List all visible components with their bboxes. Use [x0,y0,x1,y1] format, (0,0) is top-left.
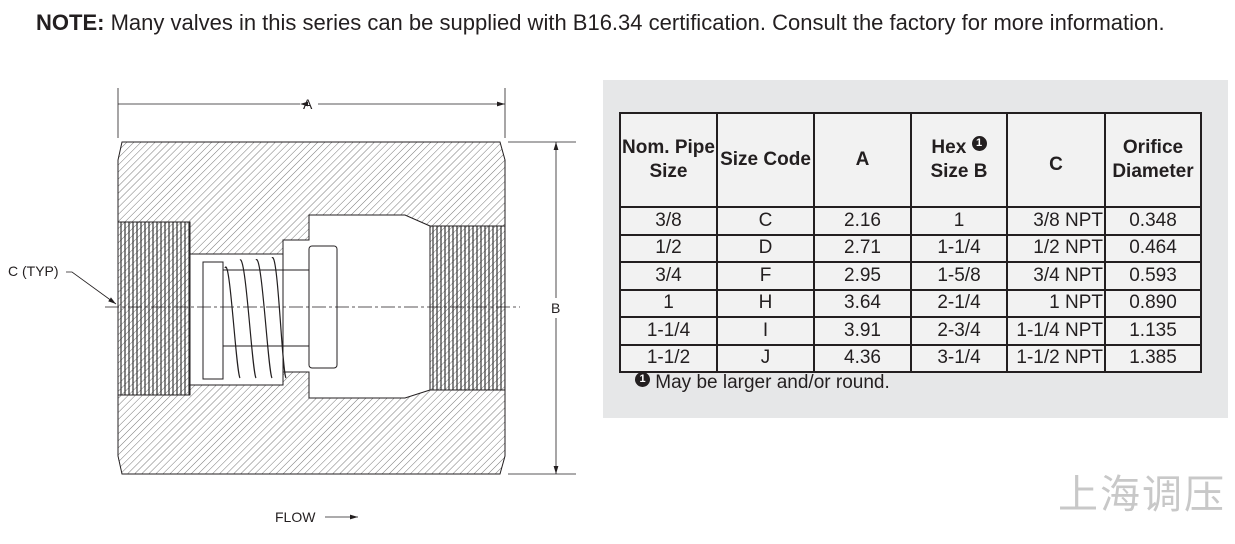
table-cell: 0.464 [1104,233,1202,263]
table-cell: 0.890 [1104,288,1202,318]
dimension-b-label: B [551,300,560,316]
table-cell: D [716,233,815,263]
table-cell: 1-1/4 [619,316,718,346]
table-cell: 0.593 [1104,261,1202,291]
table-cell: J [716,343,815,373]
dimension-b [508,141,576,475]
table-cell: H [716,288,815,318]
table-cell: 1-1/4 [910,233,1008,263]
table-cell: 1.385 [1104,343,1202,373]
table-cell: 1/2 [619,233,718,263]
table-footnote: 1 May be larger and/or round. [635,372,890,394]
table-cell: 1 [619,288,718,318]
table-cell: 1-1/2 NPT [1006,343,1106,373]
header-orifice-diameter: Orifice Diameter [1104,112,1202,208]
table-cell: 2.95 [813,261,912,291]
thread-leader-arrow [66,271,117,305]
flow-label: FLOW [275,509,316,525]
table-cell: 3/4 [619,261,718,291]
header-a: A [813,112,912,208]
table-cell: 1-5/8 [910,261,1008,291]
table-cell: 3.64 [813,288,912,318]
valve-cross-section-drawing: A B C (TYP) FLOW [8,88,576,525]
table-cell: 3/8 NPT [1006,206,1106,236]
table-cell: 2.16 [813,206,912,236]
table-cell: 3/4 NPT [1006,261,1106,291]
note-text: Many valves in this series can be suppli… [104,10,1165,35]
table-cell: 1-1/2 [619,343,718,373]
dimension-a [117,88,506,138]
certification-note: NOTE: Many valves in this series can be … [36,8,1216,38]
header-c: C [1006,112,1106,208]
table-cell: 1.135 [1104,316,1202,346]
table-cell: 1/2 NPT [1006,233,1106,263]
header-hex: Hex [931,137,967,158]
table-cell: 2-3/4 [910,316,1008,346]
table-cell: 3.91 [813,316,912,346]
table-cell: 3/8 [619,206,718,236]
table-cell: F [716,261,815,291]
dimension-a-label: A [303,96,313,112]
thread-callout-label: C (TYP) [8,263,59,279]
table-cell: 1-1/4 NPT [1006,316,1106,346]
table-cell: 1 NPT [1006,288,1106,318]
header-size-code: Size Code [716,112,815,208]
footnote-marker-icon: 1 [635,372,650,387]
valve-body [117,141,506,475]
note-label: NOTE: [36,10,105,35]
table-cell: 2.71 [813,233,912,263]
table-cell: 0.348 [1104,206,1202,236]
table-cell: C [716,206,815,236]
table-cell: I [716,316,815,346]
table-cell: 1 [910,206,1008,236]
footnote-text: May be larger and/or round. [655,372,890,393]
header-nom-pipe-size: Nom. Pipe Size [619,112,718,208]
spring [224,257,287,379]
header-size-b: Size B [930,161,988,182]
footnote-marker-icon: 1 [971,136,987,151]
watermark: 上海调压 [1058,473,1226,517]
table-cell: 3-1/4 [910,343,1008,373]
table-cell: 4.36 [813,343,912,373]
table-cell: 2-1/4 [910,288,1008,318]
